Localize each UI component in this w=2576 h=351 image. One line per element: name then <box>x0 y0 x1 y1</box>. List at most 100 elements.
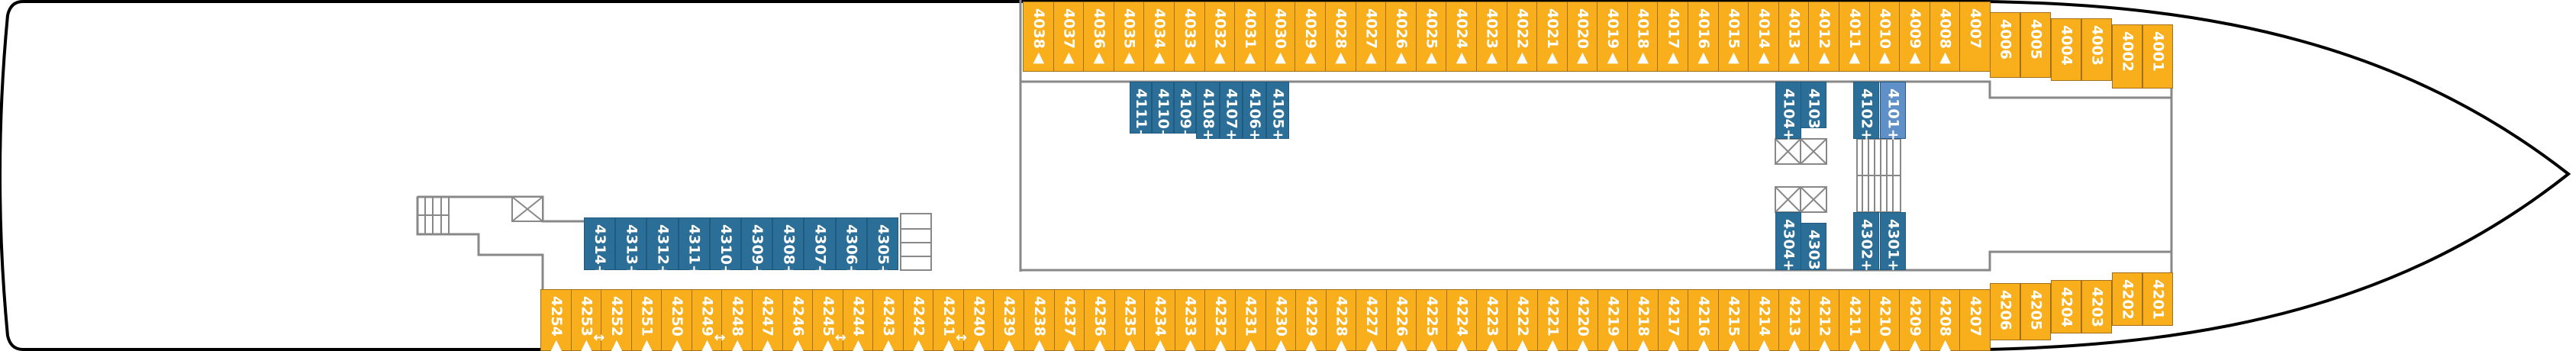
cabin-4227[interactable]: 4227▲ <box>1356 289 1387 351</box>
cabin-4222[interactable]: 4222▲ <box>1507 289 1538 351</box>
cabin-4219[interactable]: 4219▲ <box>1597 289 1629 351</box>
cabin-4311[interactable]: 4311+ <box>678 217 710 277</box>
cabin-4208[interactable]: 4208▲ <box>1929 289 1961 351</box>
cabin-4106[interactable]: 4106+ <box>1243 82 1266 141</box>
cabin-4231[interactable]: 4231▲ <box>1234 289 1266 351</box>
cabin-4008[interactable]: 4008▲ <box>1929 2 1961 72</box>
cabin-4218[interactable]: 4218▲ <box>1627 289 1659 351</box>
cabin-4006[interactable]: 4006 <box>1990 12 2020 78</box>
cabin-4110[interactable]: 4110+ <box>1152 82 1174 141</box>
cabin-4224[interactable]: 4224▲ <box>1446 289 1478 351</box>
cabin-4211[interactable]: 4211▲ <box>1839 289 1870 351</box>
cabin-4223[interactable]: 4223▲ <box>1476 289 1507 351</box>
cabin-4246[interactable]: 4246▲ <box>782 289 814 351</box>
cabin-4101[interactable]: 4101+ <box>1880 82 1906 141</box>
cabin-4253[interactable]: 4253▲ <box>570 289 602 351</box>
cabin-4306[interactable]: 4306+ <box>835 217 867 277</box>
cabin-4003[interactable]: 4003 <box>2081 18 2112 81</box>
cabin-4237[interactable]: 4237▲ <box>1053 289 1085 351</box>
cabin-4209[interactable]: 4209▲ <box>1899 289 1930 351</box>
cabin-4017[interactable]: 4017▲ <box>1657 2 1689 72</box>
cabin-4220[interactable]: 4220▲ <box>1567 289 1598 351</box>
cabin-4312[interactable]: 4312+ <box>646 217 679 277</box>
cabin-4254[interactable]: 4254▲ <box>540 289 572 351</box>
cabin-4015[interactable]: 4015▲ <box>1717 2 1749 72</box>
cabin-4233[interactable]: 4233▲ <box>1174 289 1206 351</box>
cabin-4301[interactable]: 4301+ <box>1880 212 1906 272</box>
cabin-4019[interactable]: 4019▲ <box>1597 2 1628 72</box>
cabin-4304[interactable]: 4304+ <box>1775 212 1801 272</box>
cabin-4201[interactable]: 4201 <box>2142 272 2173 326</box>
cabin-4021[interactable]: 4021▲ <box>1536 2 1568 72</box>
cabin-4104[interactable]: 4104+ <box>1775 82 1801 141</box>
cabin-4109[interactable]: 4109+ <box>1174 82 1196 141</box>
cabin-4308[interactable]: 4308+ <box>772 217 804 277</box>
cabin-4107[interactable]: 4107+ <box>1219 82 1243 141</box>
cabin-4205[interactable]: 4205 <box>2020 283 2051 340</box>
cabin-4228[interactable]: 4228▲ <box>1325 289 1357 351</box>
cabin-4216[interactable]: 4216▲ <box>1688 289 1719 351</box>
cabin-4037[interactable]: 4037▲ <box>1053 2 1085 72</box>
cabin-4309[interactable]: 4309+ <box>741 217 773 277</box>
cabin-4240[interactable]: 4240▲ <box>962 289 995 351</box>
cabin-4236[interactable]: 4236▲ <box>1084 289 1115 351</box>
cabin-4018[interactable]: 4018▲ <box>1627 2 1659 72</box>
cabin-4217[interactable]: 4217▲ <box>1657 289 1689 351</box>
cabin-4036[interactable]: 4036▲ <box>1083 2 1114 72</box>
cabin-4005[interactable]: 4005 <box>2020 12 2051 78</box>
cabin-4007[interactable]: 4007 <box>1959 2 1991 72</box>
cabin-4027[interactable]: 4027▲ <box>1355 2 1387 72</box>
cabin-4244[interactable]: 4244▲ <box>842 289 874 351</box>
cabin-4105[interactable]: 4105+ <box>1265 82 1289 141</box>
cabin-4102[interactable]: 4102+ <box>1853 82 1879 141</box>
cabin-4251[interactable]: 4251▲ <box>630 289 663 351</box>
cabin-4033[interactable]: 4033▲ <box>1173 2 1205 72</box>
cabin-4239[interactable]: 4239▲ <box>993 289 1024 351</box>
cabin-4108[interactable]: 4108+ <box>1196 82 1220 141</box>
cabin-4034[interactable]: 4034▲ <box>1143 2 1175 72</box>
cabin-4016[interactable]: 4016▲ <box>1688 2 1719 72</box>
cabin-4235[interactable]: 4235▲ <box>1114 289 1146 351</box>
cabin-4213[interactable]: 4213▲ <box>1778 289 1810 351</box>
cabin-4243[interactable]: 4243▲ <box>872 289 904 351</box>
cabin-4206[interactable]: 4206 <box>1990 283 2020 340</box>
cabin-4025[interactable]: 4025▲ <box>1415 2 1447 72</box>
cabin-4210[interactable]: 4210▲ <box>1868 289 1901 351</box>
cabin-4215[interactable]: 4215▲ <box>1717 289 1749 351</box>
cabin-4249[interactable]: 4249▲ <box>691 289 723 351</box>
cabin-4011[interactable]: 4011▲ <box>1839 2 1870 72</box>
cabin-4250[interactable]: 4250▲ <box>661 289 692 351</box>
cabin-4023[interactable]: 4023▲ <box>1475 2 1507 72</box>
cabin-4230[interactable]: 4230▲ <box>1265 289 1297 351</box>
cabin-4020[interactable]: 4020▲ <box>1566 2 1598 72</box>
cabin-4248[interactable]: 4248▲ <box>721 289 753 351</box>
cabin-4022[interactable]: 4022▲ <box>1506 2 1538 72</box>
cabin-4221[interactable]: 4221▲ <box>1536 289 1568 351</box>
cabin-4028[interactable]: 4028▲ <box>1324 2 1356 72</box>
cabin-4013[interactable]: 4013▲ <box>1778 2 1810 72</box>
cabin-4030[interactable]: 4030▲ <box>1264 2 1296 72</box>
cabin-4303[interactable]: 4303 <box>1801 223 1826 270</box>
cabin-4225[interactable]: 4225▲ <box>1416 289 1447 351</box>
cabin-4014[interactable]: 4014▲ <box>1748 2 1779 72</box>
cabin-4247[interactable]: 4247▲ <box>751 289 783 351</box>
cabin-4002[interactable]: 4002 <box>2112 24 2142 89</box>
cabin-4242[interactable]: 4242▲ <box>902 289 934 351</box>
cabin-4103[interactable]: 4103 <box>1801 82 1826 129</box>
cabin-4029[interactable]: 4029▲ <box>1294 2 1326 72</box>
cabin-4203[interactable]: 4203 <box>2081 280 2112 333</box>
cabin-4232[interactable]: 4232▲ <box>1204 289 1236 351</box>
cabin-4024[interactable]: 4024▲ <box>1446 2 1477 72</box>
cabin-4307[interactable]: 4307+ <box>804 217 836 277</box>
cabin-4032[interactable]: 4032▲ <box>1204 2 1236 72</box>
cabin-4241[interactable]: 4241▲ <box>933 289 964 351</box>
cabin-4214[interactable]: 4214▲ <box>1748 289 1780 351</box>
cabin-4310[interactable]: 4310+ <box>709 217 741 277</box>
cabin-4038[interactable]: 4038▲ <box>1023 2 1054 72</box>
cabin-4234[interactable]: 4234▲ <box>1144 289 1175 351</box>
cabin-4009[interactable]: 4009▲ <box>1899 2 1930 72</box>
cabin-4026[interactable]: 4026▲ <box>1385 2 1417 72</box>
cabin-4314[interactable]: 4314+ <box>584 217 616 277</box>
cabin-4204[interactable]: 4204 <box>2051 280 2081 333</box>
cabin-4302[interactable]: 4302+ <box>1853 212 1879 272</box>
